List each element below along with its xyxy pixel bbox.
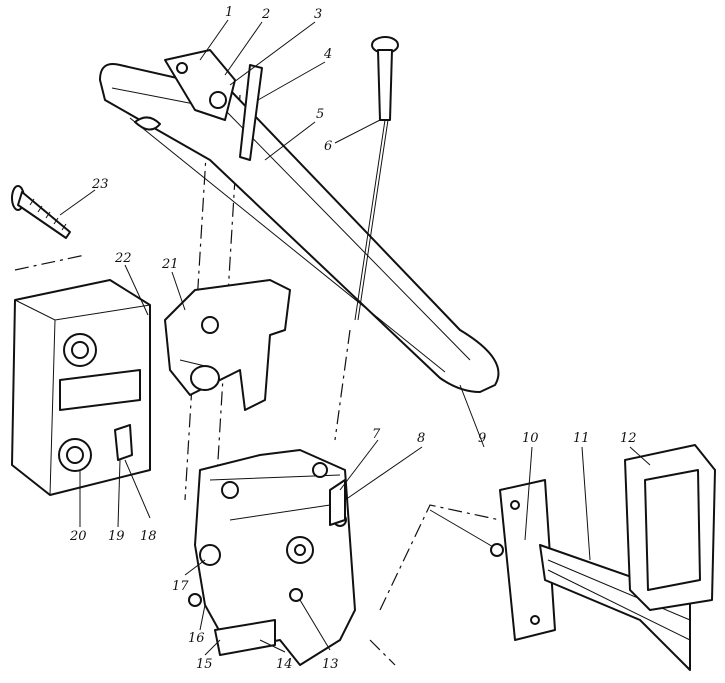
callout-19: 19 [108,529,125,544]
callout-14: 14 [276,657,293,672]
leader-lines [59,19,651,656]
lock-mechanism [188,449,356,666]
callout-23: 23 [91,177,109,192]
lock-button-rod [354,36,399,321]
assembly-lines [14,89,501,666]
key-cylinder [134,116,161,131]
callout-1: 1 [225,5,233,20]
lock-housing-block [11,279,151,496]
callout-5: 5 [316,107,324,122]
callout-3: 3 [314,7,322,22]
callout-10: 10 [522,431,539,446]
callout-12: 12 [620,431,637,446]
callout-labels: 1 2 3 4 5 6 7 8 9 10 11 12 13 14 15 16 1… [69,5,637,672]
callout-2: 2 [261,7,270,22]
callout-18: 18 [140,529,157,544]
callout-9: 9 [478,431,486,446]
callout-11: 11 [573,431,590,446]
callout-22: 22 [114,251,132,266]
link-rod [239,64,263,161]
callout-15: 15 [196,657,213,672]
callout-6: 6 [324,139,332,154]
callout-20: 20 [69,529,87,544]
callout-16: 16 [188,631,205,646]
callout-4: 4 [323,47,332,62]
callout-13: 13 [322,657,339,672]
callout-7: 7 [372,427,381,442]
callout-21: 21 [161,257,179,272]
outer-door-handle [99,49,500,393]
callout-8: 8 [417,431,425,446]
door-check-strap [429,444,716,671]
screw [11,185,71,239]
lock-cover-block [164,279,291,411]
callout-17: 17 [172,579,189,594]
